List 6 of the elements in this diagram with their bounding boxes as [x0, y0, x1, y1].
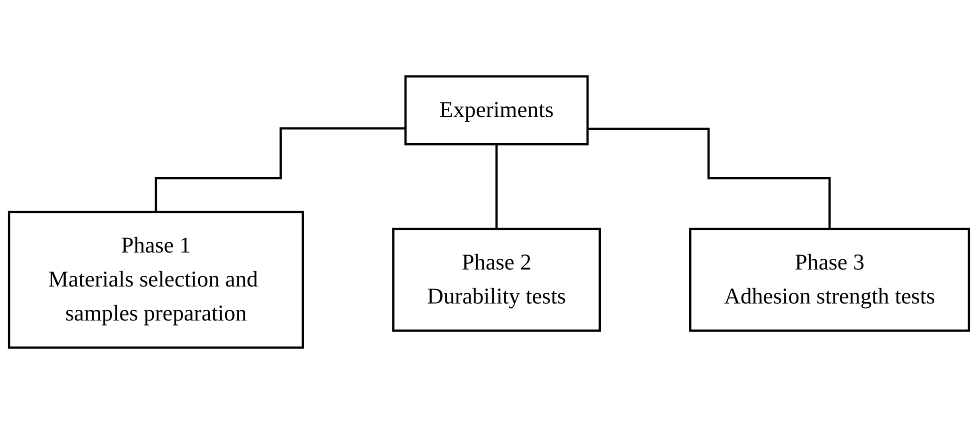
node-box: Experiments: [404, 75, 589, 146]
connector: [495, 143, 498, 230]
connector: [154, 127, 406, 214]
node-box: Phase 1 Materials selection and samples preparation: [8, 210, 304, 349]
node-box: Phase 3 Adhesion strength tests: [689, 228, 970, 332]
node-box: Phase 2 Durability tests: [392, 228, 601, 332]
